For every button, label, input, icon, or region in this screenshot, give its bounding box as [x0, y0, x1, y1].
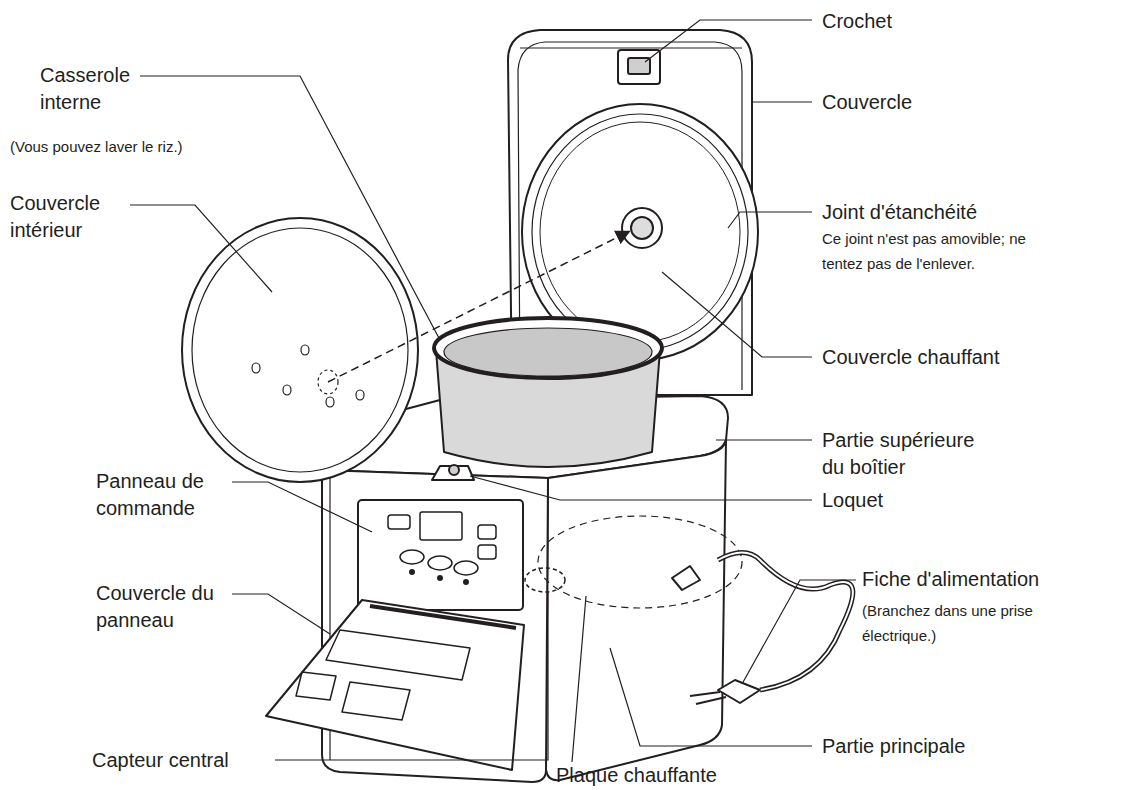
power-plug [718, 680, 760, 703]
part-name: Couvercle [822, 89, 1022, 116]
part-name: Couvercle intérieur [10, 190, 122, 244]
part-name: Joint d'étanchéité [822, 199, 1082, 226]
part-name: Plaque chauffante [556, 762, 816, 789]
power-cord [718, 553, 853, 691]
part-note: Ce joint n'est pas amovible; ne tentez p… [822, 226, 1030, 276]
part-note: (Vous pouvez laver le riz.) [10, 134, 250, 159]
attach-arrow [328, 232, 628, 382]
center-sensor [525, 568, 565, 592]
heating-plate [538, 516, 742, 608]
latch [432, 466, 474, 480]
part-name: Panneau de commande [96, 468, 221, 522]
part-name: Partie supérieure du boîtier [822, 427, 1000, 481]
part-name: Capteur central [92, 747, 292, 774]
part-name: Fiche d'alimentation [862, 566, 1126, 593]
leader-lines [130, 20, 856, 762]
panel-cover [266, 600, 524, 770]
part-name: Crochet [822, 8, 1022, 35]
part-name: Couvercle du panneau [96, 580, 228, 634]
part-name: Couvercle chauffant [822, 344, 1082, 371]
inner-lid [182, 218, 418, 482]
body-side [546, 440, 726, 780]
part-name: Loquet [822, 487, 1022, 514]
part-note: (Branchez dans une prise électrique.) [862, 598, 1062, 648]
part-name: Partie principale [822, 733, 1082, 760]
control-panel [358, 500, 523, 610]
part-name: Casserole interne [40, 62, 145, 116]
